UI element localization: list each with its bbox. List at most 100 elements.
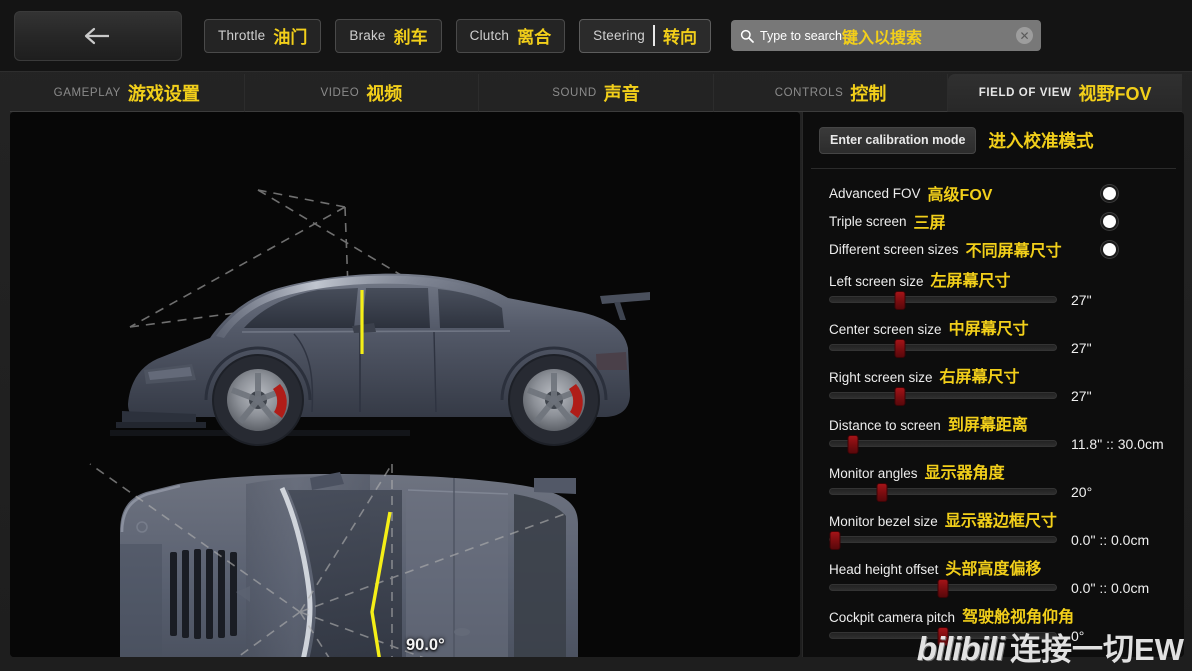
tab-gameplay[interactable]: GAMEPLAY 游戏设置	[10, 74, 245, 112]
setting-head-height-offset-cn: 头部高度偏移	[945, 561, 1042, 578]
advanced-fov-toggle[interactable]	[1101, 184, 1118, 202]
tab-controls-en: CONTROLS	[774, 86, 844, 99]
axis-tab-throttle-cn: 油门	[273, 28, 308, 47]
fov-guide-lines-top	[89, 463, 571, 657]
axis-tab-steering[interactable]: Steering 转向	[579, 18, 712, 53]
axis-tab-brake-en: Brake	[349, 28, 386, 43]
tab-controls[interactable]: CONTROLS 控制	[713, 74, 949, 112]
left-screen-size-value: 27"	[1071, 291, 1092, 308]
setting-left-screen-size-en: Left screen size	[829, 274, 924, 289]
center-screen-size-thumb[interactable]	[894, 339, 906, 358]
setting-cockpit-camera-pitch: Cockpit camera pitch 驾驶舱视角仰角 0°	[811, 599, 1176, 647]
fov-preview-viewport: 90.0°	[10, 112, 800, 657]
setting-different-screen-sizes-cn: 不同屏幕尺寸	[965, 243, 1062, 260]
fov-angle-label: 90.0°	[406, 636, 445, 654]
tab-gameplay-cn: 游戏设置	[127, 83, 200, 104]
setting-advanced-fov-en: Advanced FOV	[829, 185, 921, 201]
monitor-angles-thumb[interactable]	[876, 483, 888, 502]
cockpit-camera-pitch-slider[interactable]	[829, 627, 1057, 646]
head-height-offset-thumb[interactable]	[937, 579, 949, 598]
fov-settings-panel: Enter calibration mode 进入校准模式 Advanced F…	[802, 112, 1184, 657]
setting-advanced-fov-cn: 高级FOV	[927, 187, 993, 204]
center-screen-size-slider[interactable]	[829, 339, 1057, 358]
car-side-view	[110, 273, 650, 446]
car-fov-diagram	[10, 112, 800, 657]
setting-triple-screen-en: Triple screen	[829, 213, 907, 229]
axis-tab-clutch-cn: 离合	[517, 28, 552, 47]
setting-distance-to-screen-en: Distance to screen	[829, 418, 941, 433]
axis-tab-brake[interactable]: Brake 刹车	[335, 18, 442, 53]
setting-left-screen-size-cn: 左屏幕尺寸	[930, 273, 1011, 290]
cockpit-camera-pitch-value: 0°	[1071, 627, 1085, 644]
head-height-offset-slider[interactable]	[829, 579, 1057, 598]
axis-tab-clutch[interactable]: Clutch 离合	[455, 18, 566, 53]
back-button[interactable]	[14, 10, 182, 61]
setting-head-height-offset: Head height offset 头部高度偏移 0.0" :: 0.0cm	[811, 551, 1176, 599]
different-screen-sizes-toggle[interactable]	[1101, 240, 1118, 258]
setting-monitor-bezel-size-en: Monitor bezel size	[829, 514, 938, 529]
distance-to-screen-slider[interactable]	[829, 435, 1057, 454]
arrow-left-icon	[84, 27, 109, 44]
search-clear-button[interactable]: ✕	[1016, 27, 1034, 44]
setting-head-height-offset-en: Head height offset	[829, 562, 939, 577]
right-screen-size-slider[interactable]	[829, 387, 1057, 406]
tab-gameplay-en: GAMEPLAY	[53, 86, 121, 99]
settings-list: Advanced FOV 高级FOV Triple screen 三屏 Diff…	[811, 168, 1176, 646]
setting-advanced-fov[interactable]: Advanced FOV 高级FOV	[811, 179, 1176, 207]
distance-to-screen-value: 11.8" :: 30.0cm	[1071, 435, 1164, 452]
left-screen-size-thumb[interactable]	[894, 291, 906, 310]
axis-tab-clutch-en: Clutch	[469, 28, 510, 43]
right-screen-size-thumb[interactable]	[894, 387, 906, 406]
tab-field-of-view-cn: 视野FOV	[1078, 83, 1152, 104]
axis-tab-brake-cn: 刹车	[393, 28, 428, 47]
setting-right-screen-size-cn: 右屏幕尺寸	[939, 369, 1020, 386]
setting-different-screen-sizes-en: Different screen sizes	[829, 241, 959, 257]
setting-monitor-angles-cn: 显示器角度	[924, 465, 1005, 482]
setting-monitor-angles-en: Monitor angles	[829, 466, 918, 481]
tab-video[interactable]: VIDEO 视频	[244, 74, 480, 112]
axis-tab-separator	[653, 25, 656, 46]
axis-tab-steering-en: Steering	[593, 28, 646, 43]
tab-sound-cn: 声音	[603, 83, 640, 104]
search-icon	[740, 29, 754, 43]
tab-controls-cn: 控制	[850, 83, 887, 104]
enter-calibration-mode-button[interactable]: Enter calibration mode	[819, 126, 977, 154]
enter-calibration-mode-label-cn: 进入校准模式	[988, 130, 1094, 151]
setting-monitor-bezel-size: Monitor bezel size 显示器边框尺寸 0.0" :: 0.0cm	[811, 503, 1176, 551]
tab-video-cn: 视频	[366, 83, 403, 104]
setting-right-screen-size-en: Right screen size	[829, 370, 933, 385]
setting-triple-screen[interactable]: Triple screen 三屏	[811, 207, 1176, 235]
setting-distance-to-screen-cn: 到屏幕距离	[947, 417, 1028, 434]
search-placeholder-cn: 键入以搜索	[842, 29, 923, 47]
setting-cockpit-camera-pitch-cn: 驾驶舱视角仰角	[962, 609, 1075, 626]
tab-sound[interactable]: SOUND 声音	[479, 74, 714, 112]
tab-field-of-view[interactable]: FIELD OF VIEW 视野FOV	[948, 74, 1182, 112]
monitor-angles-slider[interactable]	[829, 483, 1057, 502]
right-screen-size-value: 27"	[1071, 387, 1092, 404]
setting-different-screen-sizes[interactable]: Different screen sizes 不同屏幕尺寸	[811, 235, 1176, 263]
setting-triple-screen-cn: 三屏	[913, 215, 946, 232]
setting-right-screen-size: Right screen size 右屏幕尺寸 27"	[811, 359, 1176, 407]
monitor-angles-value: 20°	[1071, 483, 1093, 500]
car-top-view	[120, 472, 578, 657]
settings-tab-bar: GAMEPLAY 游戏设置 VIDEO 视频 SOUND 声音 CONTROLS…	[10, 74, 1182, 112]
monitor-bezel-size-value: 0.0" :: 0.0cm	[1071, 531, 1150, 548]
search-placeholder-en: Type to search	[760, 28, 843, 43]
monitor-bezel-size-thumb[interactable]	[829, 531, 841, 550]
left-screen-size-slider[interactable]	[829, 291, 1057, 310]
axis-tab-throttle[interactable]: Throttle 油门	[204, 18, 322, 53]
center-screen-size-value: 27"	[1071, 339, 1092, 356]
axis-tab-throttle-en: Throttle	[218, 28, 266, 43]
cockpit-camera-pitch-thumb[interactable]	[937, 627, 949, 646]
setting-distance-to-screen: Distance to screen 到屏幕距离 11.8" :: 30.0cm	[811, 407, 1176, 455]
triple-screen-toggle[interactable]	[1101, 212, 1118, 230]
setting-center-screen-size: Center screen size 中屏幕尺寸 27"	[811, 311, 1176, 359]
tab-video-en: VIDEO	[320, 86, 360, 99]
monitor-bezel-size-slider[interactable]	[829, 531, 1057, 550]
search-input[interactable]: Type to search 键入以搜索 ✕	[731, 20, 1042, 51]
tab-field-of-view-en: FIELD OF VIEW	[978, 86, 1072, 99]
setting-center-screen-size-en: Center screen size	[829, 322, 942, 337]
axis-tab-steering-cn: 转向	[663, 28, 698, 47]
distance-to-screen-thumb[interactable]	[847, 435, 859, 454]
